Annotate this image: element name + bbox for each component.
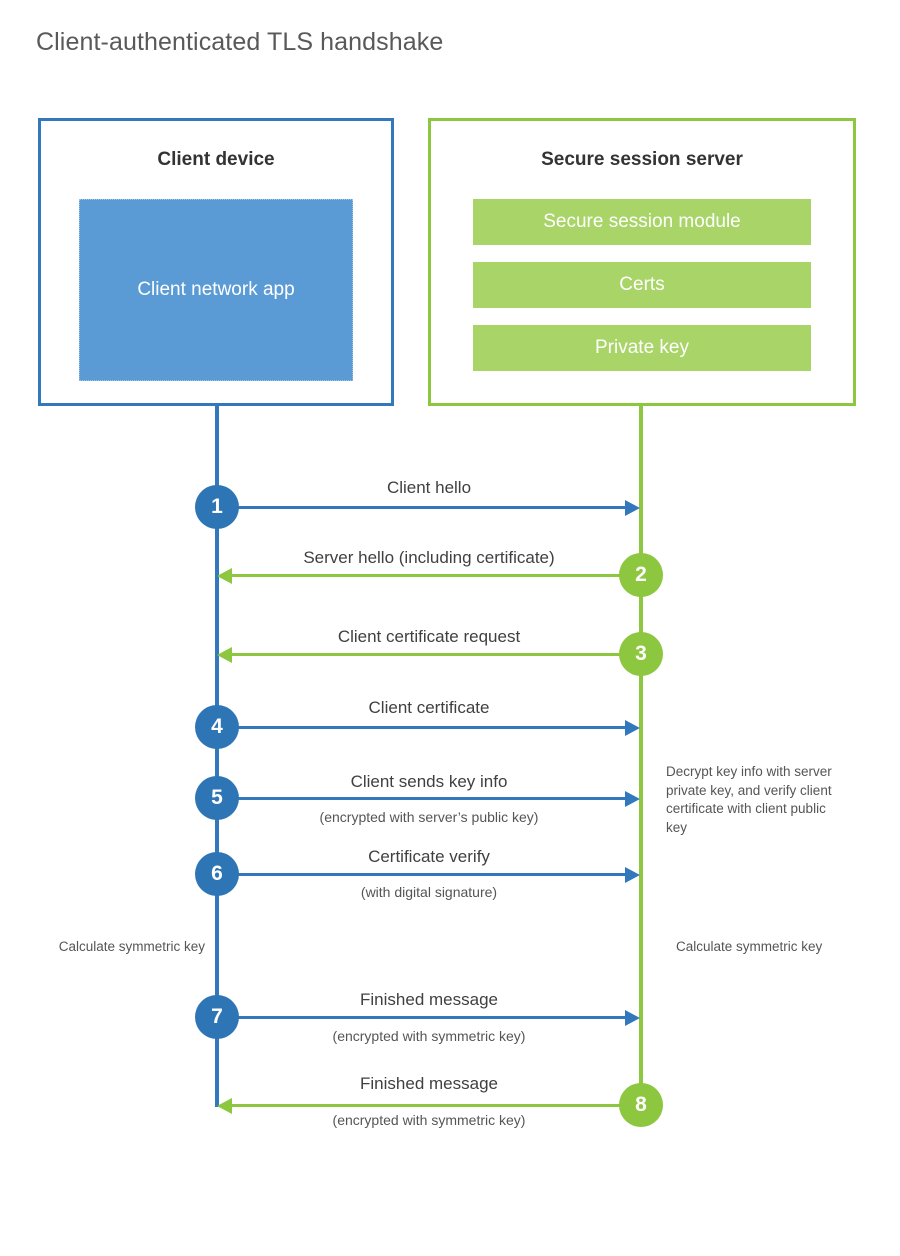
step-4-arrow-line: [217, 726, 625, 729]
step-7-label: Finished message: [360, 990, 498, 1009]
step-8-label: Finished message: [360, 1074, 498, 1093]
step-2-arrowhead-icon: [217, 567, 232, 584]
step-3-label: Client certificate request: [337, 627, 521, 646]
step-5-number-badge: 5: [195, 776, 239, 820]
step-3-arrowhead-icon: [217, 646, 232, 663]
step-6-arrowhead-icon: [625, 866, 640, 883]
step-3-arrow-line: [232, 653, 641, 656]
server-lifeline: [639, 403, 643, 1107]
page-title: Client-authenticated TLS handshake: [36, 28, 444, 56]
step-2-arrow-line: [232, 574, 641, 577]
client-network-app-block: Client network app: [79, 199, 353, 381]
step-2-number-badge: 2: [619, 553, 663, 597]
step-1-arrow-line: [217, 506, 625, 509]
server-module-secure-session-module: Secure session module: [473, 199, 811, 245]
step-8-sublabel: (encrypted with symmetric key): [332, 1112, 526, 1128]
secure-session-server-box: Secure session server Secure session mod…: [428, 118, 856, 406]
step-7-arrow-line: [217, 1016, 625, 1019]
step-7-sublabel: (encrypted with symmetric key): [332, 1028, 526, 1044]
step-3-number-badge: 3: [619, 632, 663, 676]
step-7-number-badge: 7: [195, 995, 239, 1039]
secure-session-server-title: Secure session server: [541, 149, 743, 170]
step-1-number-badge: 1: [195, 485, 239, 529]
step-8-arrowhead-icon: [217, 1097, 232, 1114]
client-lifeline: [215, 403, 219, 1107]
step-1-arrowhead-icon: [625, 499, 640, 516]
step-5-sublabel: (encrypted with server’s public key): [319, 809, 539, 825]
server-calculate-symmetric-key-annotation: Calculate symmetric key: [676, 939, 823, 954]
step-7-arrowhead-icon: [625, 1009, 640, 1026]
step-8-arrow-line: [232, 1104, 641, 1107]
step-8-number-badge: 8: [619, 1083, 663, 1127]
step-4-label: Client certificate: [368, 698, 490, 717]
step-6-number-badge: 6: [195, 852, 239, 896]
step-5-label: Client sends key info: [350, 772, 508, 791]
server-module-certs: Certs: [473, 262, 811, 308]
step-6-label: Certificate verify: [368, 847, 490, 866]
server-module-private-key: Private key: [473, 325, 811, 371]
server-decrypt-annotation: Decrypt key info with server private key…: [666, 764, 832, 835]
client-device-box: Client device Client network app: [38, 118, 394, 406]
client-calculate-symmetric-key-annotation: Calculate symmetric key: [58, 939, 205, 954]
step-4-number-badge: 4: [195, 705, 239, 749]
step-6-sublabel: (with digital signature): [360, 884, 498, 900]
step-6-arrow-line: [217, 873, 625, 876]
client-device-title: Client device: [157, 149, 275, 170]
step-1-label: Client hello: [386, 478, 472, 497]
step-5-arrowhead-icon: [625, 790, 640, 807]
step-4-arrowhead-icon: [625, 719, 640, 736]
step-5-arrow-line: [217, 797, 625, 800]
step-2-label: Server hello (including certificate): [303, 548, 555, 567]
